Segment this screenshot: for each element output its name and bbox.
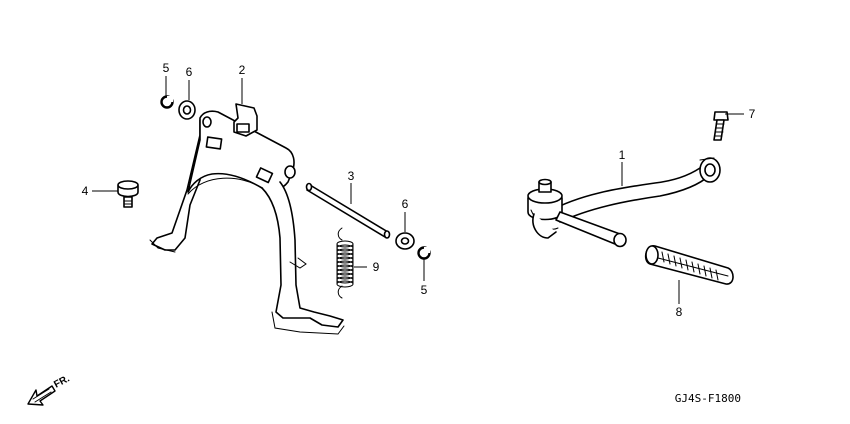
- callout-3: 3: [348, 169, 355, 183]
- snap-ring-top: [160, 95, 174, 109]
- callout-4: 4: [82, 184, 89, 198]
- callouts: 5 6 2 4 3 9 6 5 1 7 8: [82, 61, 756, 319]
- stand-shaft: [305, 182, 391, 239]
- main-stand: [149, 103, 345, 335]
- callout-8: 8: [676, 305, 683, 319]
- callout-2: 2: [239, 63, 246, 77]
- kick-starter-arm: [527, 157, 721, 248]
- snap-ring-right: [417, 246, 431, 260]
- front-direction-label: FR.: [52, 373, 72, 390]
- pinch-bolt: [713, 111, 729, 141]
- callout-5-top: 5: [163, 61, 170, 75]
- callout-9: 9: [373, 260, 380, 274]
- stopper-rubber: [117, 180, 139, 208]
- leader-lines: [92, 76, 744, 304]
- diagram-code: GJ4S-F1800: [675, 392, 741, 405]
- kick-rubber-grip: [644, 245, 734, 285]
- callout-6-top: 6: [186, 65, 193, 79]
- callout-1: 1: [619, 148, 626, 162]
- front-direction-arrow-icon: FR.: [27, 373, 72, 406]
- stand-spring: [336, 227, 354, 299]
- callout-7: 7: [749, 107, 756, 121]
- washer-right: [395, 232, 415, 250]
- washer-top: [178, 100, 196, 120]
- callout-6-right: 6: [402, 197, 409, 211]
- callout-5-right: 5: [421, 283, 428, 297]
